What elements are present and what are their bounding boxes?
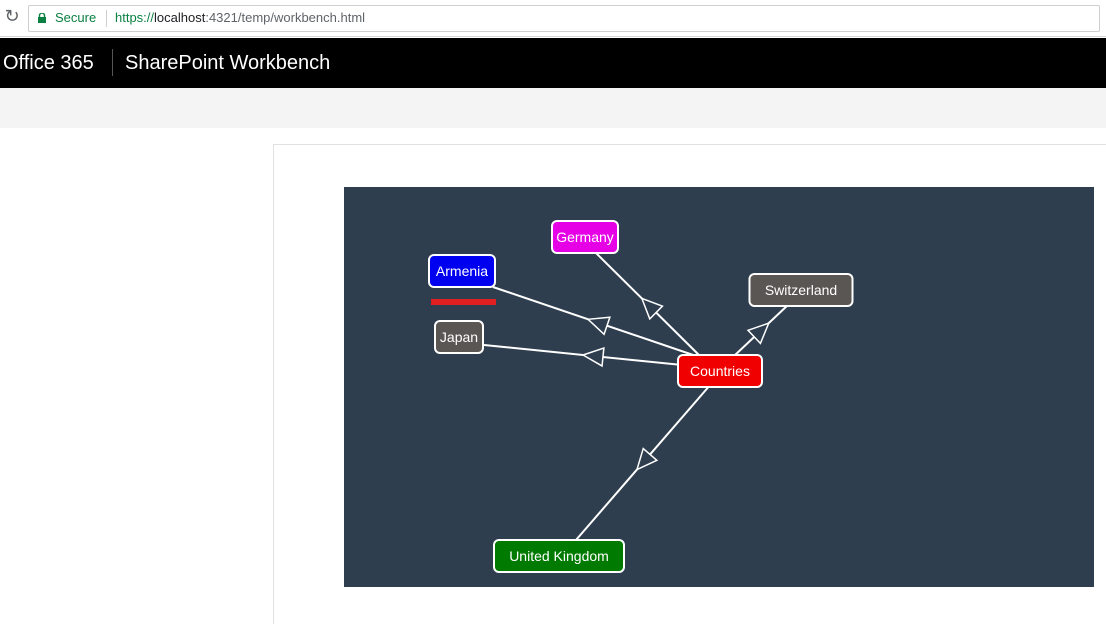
arrow-icon [640,297,664,321]
app-title[interactable]: SharePoint Workbench [125,52,331,74]
arrow-icon [635,447,659,471]
arrow-icon [746,321,771,345]
node-box [428,254,496,288]
arrow-icon [581,346,605,368]
office-365-brand[interactable]: Office 365 [3,52,94,74]
node-japan[interactable]: Japan [434,320,484,354]
node-germany[interactable]: Germany [551,220,619,254]
node-uk[interactable]: United Kingdom [493,539,625,573]
url-bar[interactable]: Secure https://localhost:4321/temp/workb… [28,5,1100,32]
omnibox-divider [106,10,107,27]
node-box [493,539,625,573]
browser-address-bar: ↻ Secure https://localhost:4321/temp/wor… [0,0,1106,37]
graph-svg: GermanyArmeniaSwitzerlandJapanCountriesU… [428,220,854,573]
node-box [677,354,763,388]
lock-icon [38,13,46,23]
url-host: localhost [154,10,206,25]
node-box [551,220,619,254]
node-label: Japan [440,329,478,345]
secure-label: Secure [55,10,97,25]
url-text[interactable]: https://localhost:4321/temp/workbench.ht… [115,10,365,25]
node-label: Countries [690,363,750,379]
node-countries[interactable]: Countries [677,354,763,388]
selection-indicator [431,299,496,305]
node-armenia[interactable]: Armenia [428,254,496,288]
node-label: Armenia [436,263,488,279]
node-box [748,273,854,307]
node-switzerland[interactable]: Switzerland [748,273,854,307]
node-label: Switzerland [765,282,837,298]
reload-icon[interactable]: ↻ [4,6,20,27]
arrow-icon [586,316,611,336]
url-scheme: https:// [115,10,155,25]
node-label: Germany [556,229,614,245]
workbench-canvas [273,144,1106,624]
node-label: United Kingdom [509,548,609,564]
url-path: :4321/temp/workbench.html [205,10,366,25]
suite-bar: Office 365 SharePoint Workbench [0,38,1106,88]
command-bar [0,88,1106,128]
node-box [434,320,484,354]
suite-bar-divider [112,49,113,76]
